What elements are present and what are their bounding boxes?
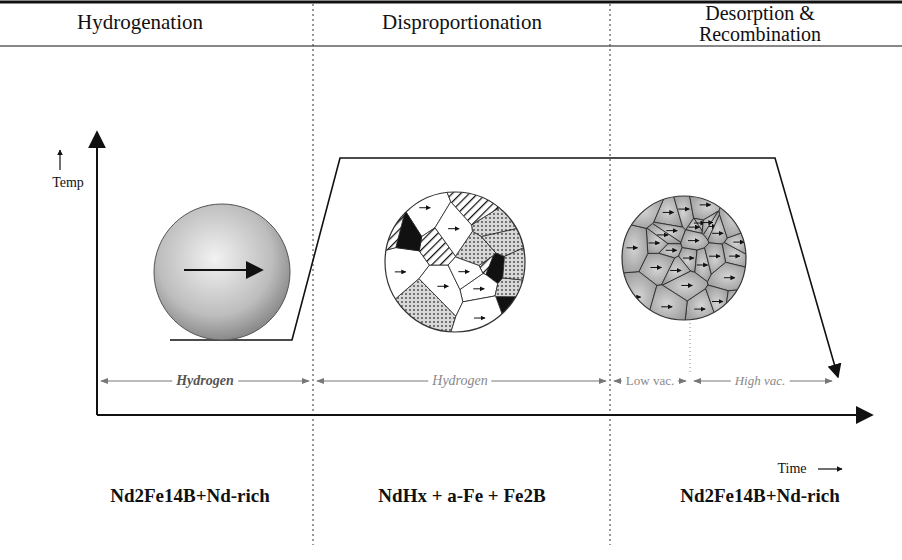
stage-heading: Desorption & Recombination [675,3,845,45]
atmosphere-label: High vac. [731,373,790,389]
phase-label: Nd2Fe14B+Nd-rich [680,485,840,507]
phase-label: Nd2Fe14B+Nd-rich [110,485,270,507]
atmosphere-label: Hydrogen [428,373,491,389]
stage-heading: Disproportionation [382,10,542,35]
axis-label: Time [777,461,806,477]
atmosphere-label: Hydrogen [172,373,238,389]
stage-heading: Hydrogenation [77,10,203,35]
axis-label: Temp [52,175,84,191]
phase-label: NdHx + a-Fe + Fe2B [378,485,545,507]
atmosphere-label: Low vac. [622,373,678,389]
